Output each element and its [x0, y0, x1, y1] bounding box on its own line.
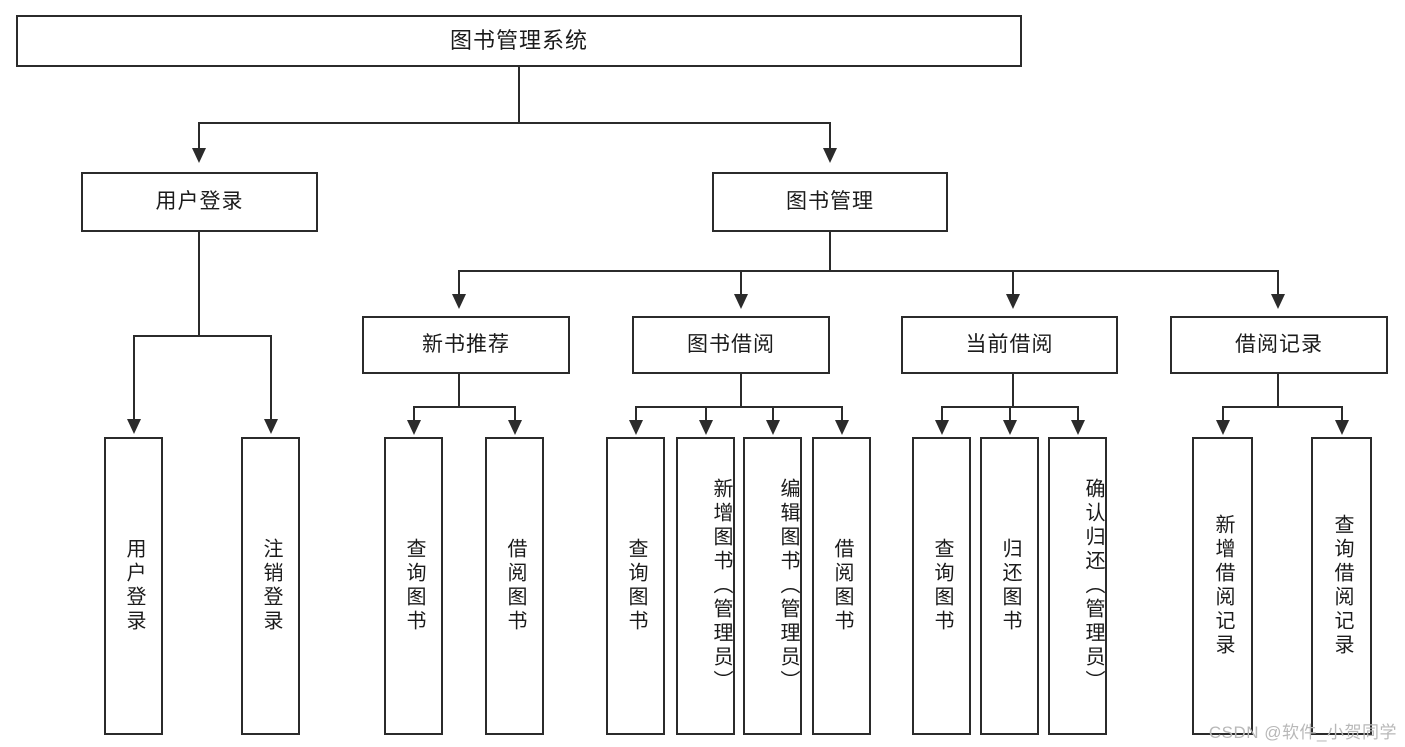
leaf-book-borrow-query[interactable]: 查询图书: [606, 437, 665, 735]
arrow-to-nb-leaf-1: [407, 420, 421, 435]
connector-drop-br-leaf-1: [1222, 406, 1224, 422]
arrow-to-ul-leaf-1: [127, 419, 141, 434]
node-label: 查询图书: [931, 538, 953, 634]
connector-current-borrow-stem: [1012, 374, 1014, 407]
leaf-book-borrow-edit[interactable]: 编辑图书（管理员）: [743, 437, 802, 735]
leaf-user-login-login[interactable]: 用户登录: [104, 437, 163, 735]
node-label: 当前借阅: [965, 333, 1054, 357]
node-user-login[interactable]: 用户登录: [81, 172, 318, 232]
node-root-system[interactable]: 图书管理系统: [16, 15, 1022, 67]
connector-borrow-record-stem: [1277, 374, 1279, 407]
arrow-to-borrow-record: [1271, 294, 1285, 309]
node-label: 新增借阅记录: [1212, 514, 1234, 658]
connector-drop-br-leaf-2: [1341, 406, 1343, 422]
connector-drop-bb-leaf-4: [841, 406, 843, 422]
connector-drop-ul-leaf-2: [270, 335, 272, 420]
node-label: 用户登录: [123, 538, 145, 634]
node-label: 新书推荐: [422, 333, 510, 357]
leaf-new-book-borrow[interactable]: 借阅图书: [485, 437, 544, 735]
connector-user-login-stem: [198, 232, 200, 336]
connector-drop-bb-leaf-3: [772, 406, 774, 422]
node-label: 借阅记录: [1235, 333, 1323, 357]
connector-drop-book-borrow: [740, 270, 742, 295]
connector-drop-user-login: [198, 122, 200, 150]
connector-new-book-bus: [413, 406, 516, 408]
arrow-to-br-leaf-2: [1335, 420, 1349, 435]
arrow-to-book-borrow: [734, 294, 748, 309]
node-label: 用户登录: [155, 190, 244, 214]
leaf-book-borrow-borrow[interactable]: 借阅图书: [812, 437, 871, 735]
watermark-text: CSDN @软件_小贺同学: [1208, 723, 1397, 742]
connector-drop-bb-leaf-1: [635, 406, 637, 422]
connector-drop-current-borrow: [1012, 270, 1014, 295]
leaf-current-borrow-query[interactable]: 查询图书: [912, 437, 971, 735]
arrow-to-br-leaf-1: [1216, 420, 1230, 435]
leaf-user-login-logout[interactable]: 注销登录: [241, 437, 300, 735]
connector-drop-ul-leaf-1: [133, 335, 135, 420]
node-label: 图书管理: [786, 190, 874, 214]
leaf-new-book-query[interactable]: 查询图书: [384, 437, 443, 735]
arrow-to-current-borrow: [1006, 294, 1020, 309]
leaf-current-borrow-return[interactable]: 归还图书: [980, 437, 1039, 735]
connector-book-manage-bus: [458, 270, 1279, 272]
node-label: 借阅图书: [831, 538, 853, 634]
connector-borrow-record-bus: [1222, 406, 1342, 408]
leaf-borrow-record-add[interactable]: 新增借阅记录: [1192, 437, 1253, 735]
connector-book-borrow-stem: [740, 374, 742, 407]
connector-drop-book-manage: [829, 122, 831, 150]
connector-new-book-stem: [458, 374, 460, 407]
node-current-borrow[interactable]: 当前借阅: [901, 316, 1118, 374]
arrow-to-ul-leaf-2: [264, 419, 278, 434]
connector-drop-nb-leaf-1: [413, 406, 415, 422]
connector-drop-nb-leaf-2: [514, 406, 516, 422]
node-book-borrow[interactable]: 图书借阅: [632, 316, 830, 374]
node-label: 确认归还（管理员）: [1082, 478, 1104, 694]
leaf-current-borrow-confirm-return[interactable]: 确认归还（管理员）: [1048, 437, 1107, 735]
node-label: 查询借阅记录: [1331, 514, 1353, 658]
connector-drop-cb-leaf-1: [941, 406, 943, 422]
connector-book-manage-stem: [829, 232, 831, 271]
leaf-borrow-record-query[interactable]: 查询借阅记录: [1311, 437, 1372, 735]
connector-book-borrow-bus: [635, 406, 843, 408]
arrow-to-bb-leaf-1: [629, 420, 643, 435]
connector-root-stem: [518, 67, 520, 123]
arrow-to-cb-leaf-2: [1003, 420, 1017, 435]
node-label: 新增图书（管理员）: [710, 478, 732, 694]
connector-drop-bb-leaf-2: [705, 406, 707, 422]
arrow-to-book-manage: [823, 148, 837, 163]
node-label: 图书管理系统: [449, 27, 588, 53]
arrow-to-bb-leaf-2: [699, 420, 713, 435]
arrow-to-new-book-recommend: [452, 294, 466, 309]
arrow-to-cb-leaf-3: [1071, 420, 1085, 435]
node-label: 编辑图书（管理员）: [777, 478, 799, 694]
arrow-to-cb-leaf-1: [935, 420, 949, 435]
node-label: 图书借阅: [687, 333, 775, 357]
node-label: 注销登录: [260, 538, 282, 634]
connector-drop-new-book: [458, 270, 460, 295]
node-label: 查询图书: [403, 538, 425, 634]
arrow-to-bb-leaf-3: [766, 420, 780, 435]
node-label: 查询图书: [625, 538, 647, 634]
arrow-to-bb-leaf-4: [835, 420, 849, 435]
arrow-to-nb-leaf-2: [508, 420, 522, 435]
connector-root-bus: [198, 122, 830, 124]
node-label: 归还图书: [999, 538, 1021, 634]
connector-drop-cb-leaf-2: [1009, 406, 1011, 422]
arrow-to-user-login: [192, 148, 206, 163]
leaf-book-borrow-add[interactable]: 新增图书（管理员）: [676, 437, 735, 735]
node-label: 借阅图书: [504, 538, 526, 634]
connector-drop-borrow-record: [1277, 270, 1279, 295]
node-borrow-record[interactable]: 借阅记录: [1170, 316, 1388, 374]
node-new-book-recommend[interactable]: 新书推荐: [362, 316, 570, 374]
node-book-manage[interactable]: 图书管理: [712, 172, 948, 232]
connector-user-login-bus: [133, 335, 271, 337]
connector-drop-cb-leaf-3: [1077, 406, 1079, 422]
